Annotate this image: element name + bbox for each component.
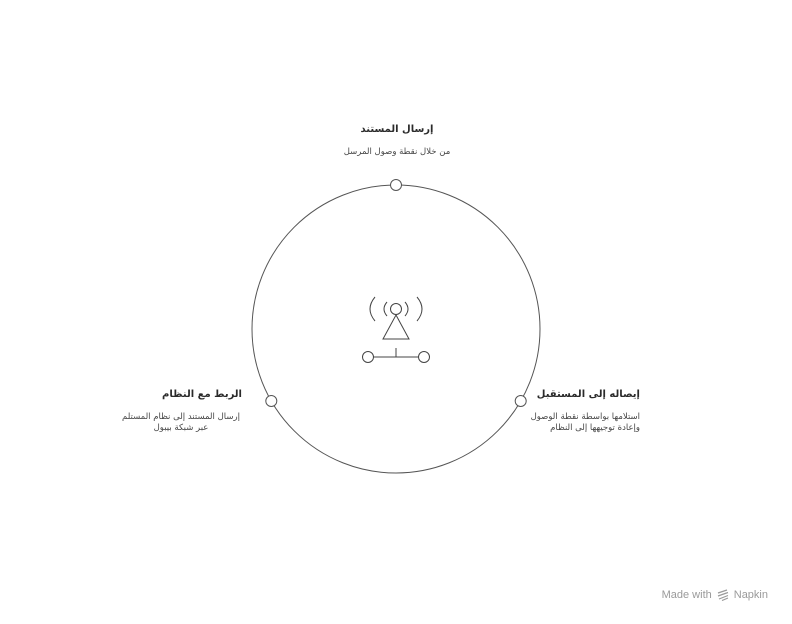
stage-send-document: إرسال المستند من خلال نقطة وصول المرسل xyxy=(300,124,494,158)
access-point-network-icon xyxy=(362,296,430,363)
stage-title: إيصاله إلى المستقبل xyxy=(536,389,640,400)
cycle-ring xyxy=(251,184,541,474)
stage-title: إرسال المستند xyxy=(360,124,434,135)
stage-deliver-to-receiver: إيصاله إلى المستقبل استلامها بواسطة نقطة… xyxy=(520,389,640,434)
made-with-text: Made with xyxy=(661,589,712,601)
stage-description: من خلال نقطة وصول المرسل xyxy=(343,147,451,157)
stage-description: إرسال المستند إلى نظام المستلم عبر شبكة … xyxy=(122,412,240,433)
stage-title: الربط مع النظام xyxy=(162,389,242,400)
stage-description: استلامها بواسطة نقطة الوصول وإعادة توجيه… xyxy=(530,412,640,433)
napkin-logo-icon xyxy=(717,589,728,601)
made-with-napkin-badge[interactable]: Made with Napkin xyxy=(662,589,768,601)
brand-text: Napkin xyxy=(733,589,768,601)
node-marker-right xyxy=(514,395,527,407)
node-marker-top xyxy=(390,179,402,191)
stage-connect-with-system: الربط مع النظام إرسال المستند إلى نظام ا… xyxy=(120,389,242,434)
node-marker-left xyxy=(265,395,278,407)
